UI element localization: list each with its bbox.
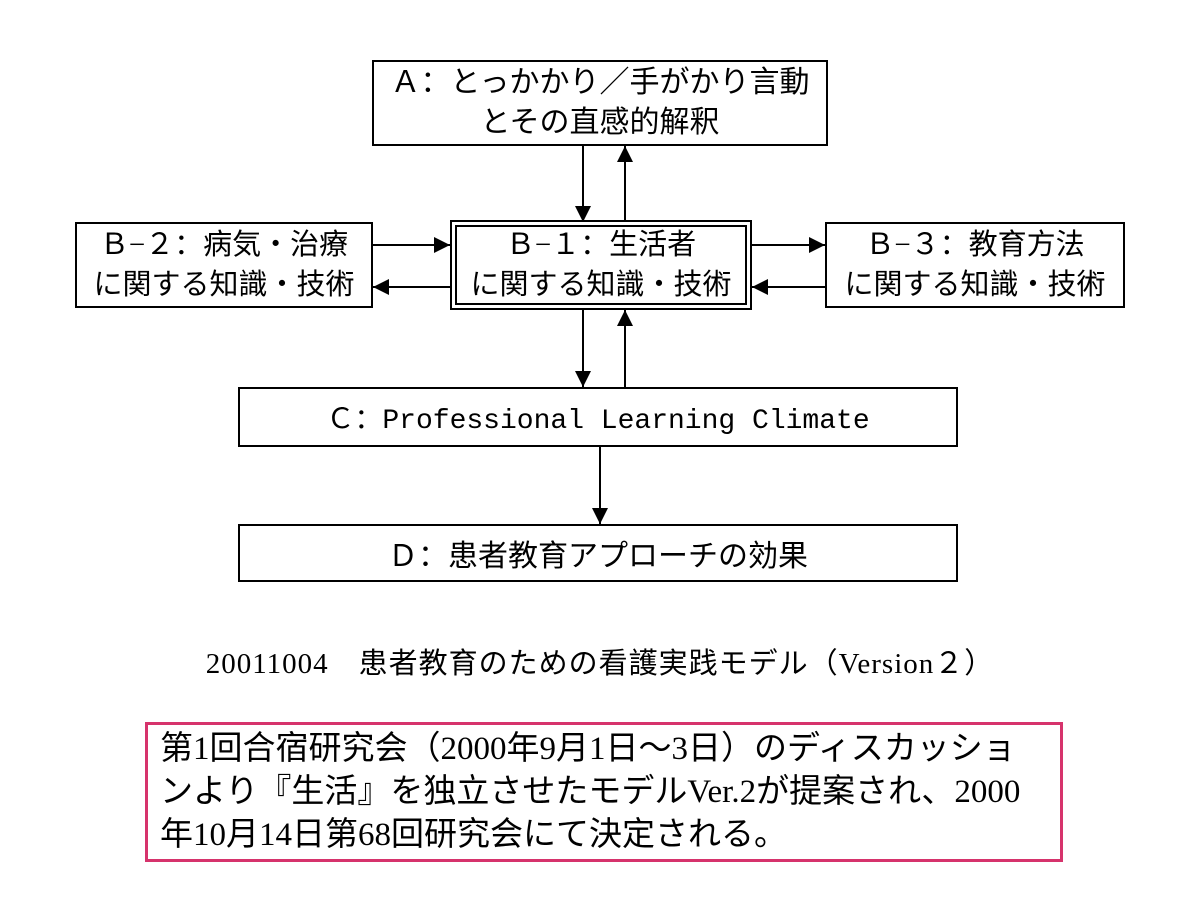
node-b1: Ｂ−１：生活者 に関する知識・技術 (450, 220, 752, 310)
arrow-b3-to-b1-line (752, 286, 825, 288)
node-a: Ａ：とっかかり／手がかり言動 とその直感的解釈 (372, 60, 828, 146)
node-b3: Ｂ−３：教育方法 に関する知識・技術 (825, 222, 1125, 308)
arrow-a-to-b1-line (582, 146, 584, 222)
arrow-b2-to-b1-head-icon (434, 237, 450, 253)
node-b3-line1: Ｂ−３：教育方法 (865, 229, 1085, 261)
arrow-b1-to-c-line (582, 310, 584, 387)
note-line-2: ンより『生活』を独立させたモデルVer.2が提案され、2000 (160, 774, 1021, 810)
note-box: 第1回合宿研究会（2000年9月1日～3日）のディスカッショ ンより『生活』を独… (145, 722, 1063, 862)
arrow-c-to-d-line (599, 447, 601, 524)
node-d-label: Ｄ：患者教育アプローチの効果 (388, 540, 808, 573)
arrow-b1-to-b2-head-icon (373, 279, 389, 295)
arrow-b3-to-b1-head-icon (752, 279, 768, 295)
arrow-b2-to-b1-line (373, 244, 450, 246)
arrow-c-to-d-head-icon (592, 508, 608, 524)
arrow-b1-to-a-head-icon (617, 146, 633, 162)
arrow-c-to-b1-line (624, 310, 626, 387)
node-b2-line2: に関する知識・技術 (93, 269, 355, 301)
node-b2-line1: Ｂ−２：病気・治療 (99, 229, 349, 261)
arrow-a-to-b1-head-icon (575, 206, 591, 222)
arrow-b1-to-a-line (624, 146, 626, 222)
arrow-b1-to-b3-head-icon (809, 237, 825, 253)
node-c: Ｃ：Professional Learning Climate (238, 387, 958, 447)
node-b1-line1: Ｂ−１：生活者 (505, 229, 697, 261)
arrow-b1-to-b3-line (752, 244, 825, 246)
node-d: Ｄ：患者教育アプローチの効果 (238, 524, 958, 582)
node-b3-line2: に関する知識・技術 (844, 269, 1106, 301)
node-a-line1: Ａ：とっかかり／手がかり言動 (390, 66, 810, 99)
node-b1-line2: に関する知識・技術 (470, 269, 732, 301)
note-line-3: 年10月14日第68回研究会にて決定される。 (160, 817, 787, 853)
diagram-caption: 20011004 患者教育のための看護実践モデル（Version２） (205, 648, 995, 680)
note-line-1: 第1回合宿研究会（2000年9月1日～3日）のディスカッショ (160, 731, 1016, 767)
arrow-c-to-b1-head-icon (617, 310, 633, 326)
node-b2: Ｂ−２：病気・治療 に関する知識・技術 (75, 222, 373, 308)
arrow-b1-to-b2-line (373, 286, 450, 288)
node-c-label: Ｃ：Professional Learning Climate (326, 406, 870, 437)
node-a-line2: とその直感的解釈 (480, 106, 720, 139)
node-b1-inner-border: Ｂ−１：生活者 に関する知識・技術 (455, 225, 747, 305)
arrow-b1-to-c-head-icon (575, 371, 591, 387)
